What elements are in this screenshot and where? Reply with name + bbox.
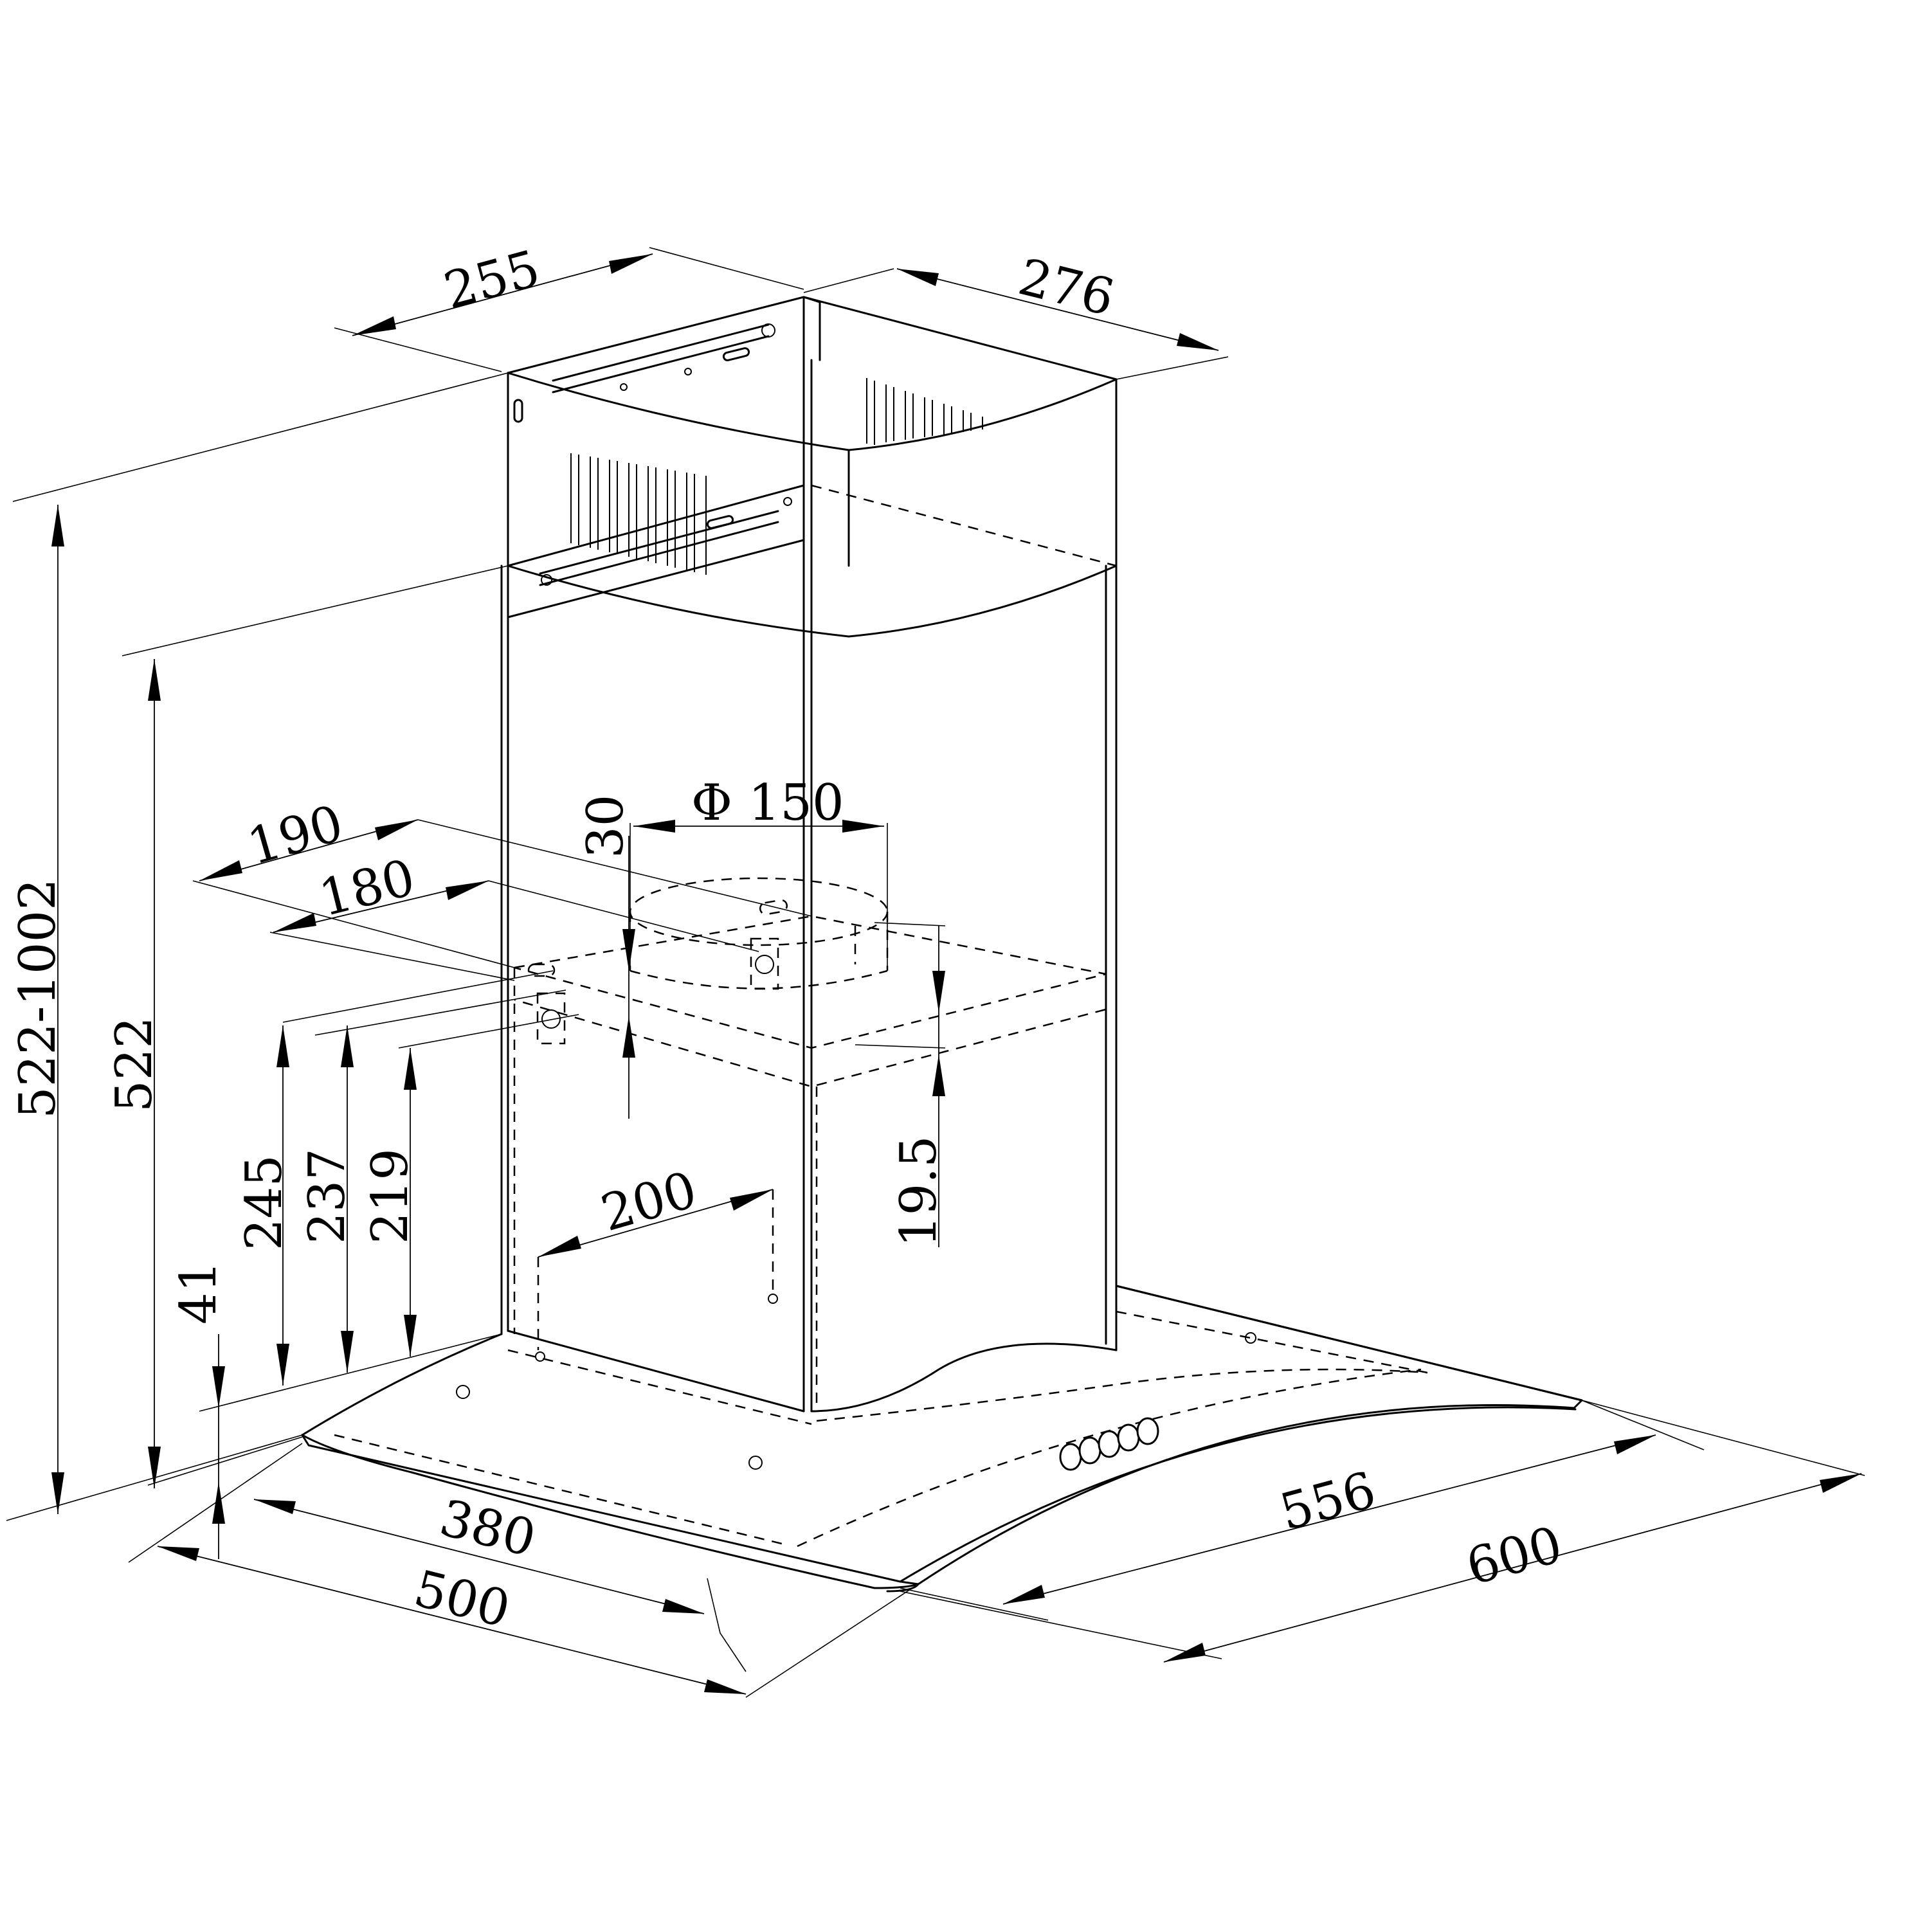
canopy — [301, 1285, 1583, 1593]
dim-41-label: 41 — [170, 1261, 228, 1324]
dim-556-label: 556 — [1274, 1461, 1382, 1542]
dimension-labels: 255 276 190 180 Φ 150 30 19.5 200 522-10… — [9, 240, 1568, 1639]
dim-180-label: 180 — [314, 849, 421, 928]
dim-380-label: 380 — [434, 1489, 541, 1568]
dim-237-label: 237 — [298, 1148, 356, 1244]
lower-chimney — [500, 359, 1118, 1413]
dim-500-label: 500 — [408, 1560, 515, 1639]
upper-chimney — [507, 296, 1118, 638]
vent-slots-front — [570, 453, 707, 575]
dim-522-label: 522 — [105, 1016, 163, 1112]
dim-276-label: 276 — [1013, 248, 1119, 327]
dim-255-label: 255 — [439, 240, 546, 320]
vent-slots-right — [866, 378, 983, 445]
dim-19-5-label: 19.5 — [890, 1135, 948, 1247]
dim-245-label: 245 — [235, 1155, 293, 1250]
dim-600-label: 600 — [1461, 1516, 1568, 1596]
dim-190-label: 190 — [241, 795, 349, 877]
control-knobs — [1059, 1417, 1159, 1471]
dim-200-label: 200 — [595, 1161, 703, 1243]
dim-522-1002-label: 522-1002 — [9, 878, 67, 1119]
extension-lines — [6, 247, 1865, 1698]
dim-219-label: 219 — [361, 1148, 419, 1244]
dim-diameter-label: Φ 150 — [691, 774, 844, 832]
dim-30-label: 30 — [577, 795, 635, 858]
dimension-lines — [51, 253, 1862, 1695]
